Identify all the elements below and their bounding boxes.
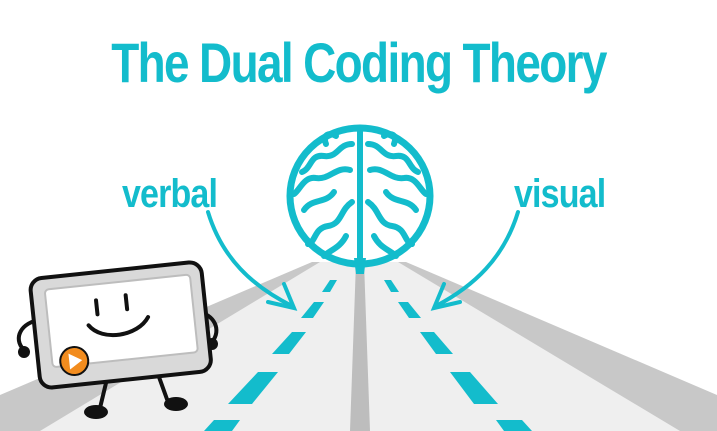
- mascot-screen: [44, 273, 199, 368]
- mascot: [16, 260, 219, 419]
- visual-arrow: [430, 210, 520, 311]
- verbal-arrow: [206, 210, 298, 311]
- mascot-left-eye: [94, 298, 100, 317]
- lane-dash: [420, 332, 453, 354]
- lane-dash: [496, 420, 532, 431]
- mascot-left-foot: [84, 405, 108, 419]
- lane-dash: [384, 280, 399, 292]
- visual-arrow-shaft: [434, 210, 520, 308]
- road-right-edge: [398, 262, 717, 431]
- visual-arrow-head: [430, 282, 462, 311]
- lane-dash: [322, 280, 337, 292]
- verbal-arrow-head: [266, 282, 298, 311]
- lane-dash: [398, 302, 421, 318]
- visual-lane-dashes: [384, 280, 532, 431]
- verbal-arrow-shaft: [206, 210, 294, 308]
- mascot-right-eye: [123, 293, 130, 312]
- verbal-label: verbal: [122, 172, 218, 216]
- play-icon-triangle: [68, 353, 83, 370]
- diagram-title: The Dual Coding Theory: [111, 31, 607, 94]
- mascot-smile: [86, 315, 151, 338]
- mascot-left-hand: [18, 346, 30, 358]
- visual-label: visual: [514, 172, 606, 216]
- lane-dash: [228, 372, 278, 404]
- lane-dash: [301, 302, 324, 318]
- lane-dash: [272, 332, 306, 354]
- lane-dash: [450, 372, 498, 404]
- road-center-divider: [350, 262, 370, 431]
- brain-icon: [286, 124, 434, 274]
- lane-dash: [204, 420, 240, 431]
- verbal-lane-dashes: [204, 280, 337, 431]
- mascot-right-foot: [164, 397, 188, 411]
